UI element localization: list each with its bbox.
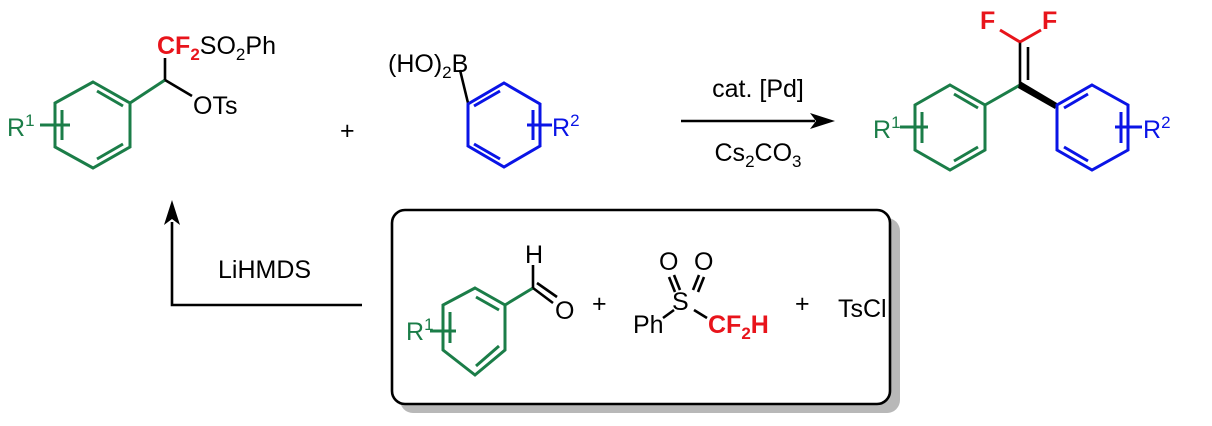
plus-sign-b: + — [795, 290, 810, 318]
ph-label: Ph — [633, 311, 664, 339]
ots-label: OTs — [193, 92, 237, 120]
plus-sign: + — [340, 117, 355, 145]
product-r2-label: R2 — [1143, 113, 1171, 144]
catalyst-label: cat. [Pd] — [712, 75, 804, 103]
sulfur-label: S — [672, 288, 689, 316]
sulfonate-substrate: CF2SO2Ph OTs R1 — [7, 32, 276, 170]
sulfonyl-o1: O — [659, 248, 678, 276]
tscl-label: TsCl — [838, 295, 887, 323]
gem-difluoroalkene-product: F F R1 R2 — [873, 7, 1171, 172]
plus-sign-a: + — [592, 290, 607, 318]
cf2h-label: CF2H — [708, 311, 769, 343]
fluorine-right: F — [1042, 7, 1057, 35]
r2-label: R2 — [552, 111, 580, 142]
sulfonyl-o2: O — [694, 248, 713, 276]
aryl-ring-r2 — [466, 81, 542, 169]
aldehyde-h: H — [525, 241, 543, 269]
preparation-arrow: LiHMDS — [164, 200, 362, 307]
boronic-acid-label: (HO)2B — [388, 50, 468, 82]
r1-label: R1 — [7, 111, 35, 142]
base-label: Cs2CO3 — [715, 139, 802, 171]
boronic-acid: (HO)2B R2 — [388, 50, 580, 169]
aldehyde-o: O — [555, 297, 574, 325]
starting-materials-box: H O R1 + Ph S O O CF2H + TsCl — [390, 208, 900, 413]
cf2so2ph-label: CF2SO2Ph — [157, 32, 276, 64]
product-r1-label: R1 — [873, 113, 901, 144]
fluorine-left: F — [980, 7, 995, 35]
lihmds-label: LiHMDS — [218, 256, 311, 284]
reaction-arrow: cat. [Pd] Cs2CO3 — [681, 75, 835, 171]
box-r1-label: R1 — [406, 315, 434, 346]
